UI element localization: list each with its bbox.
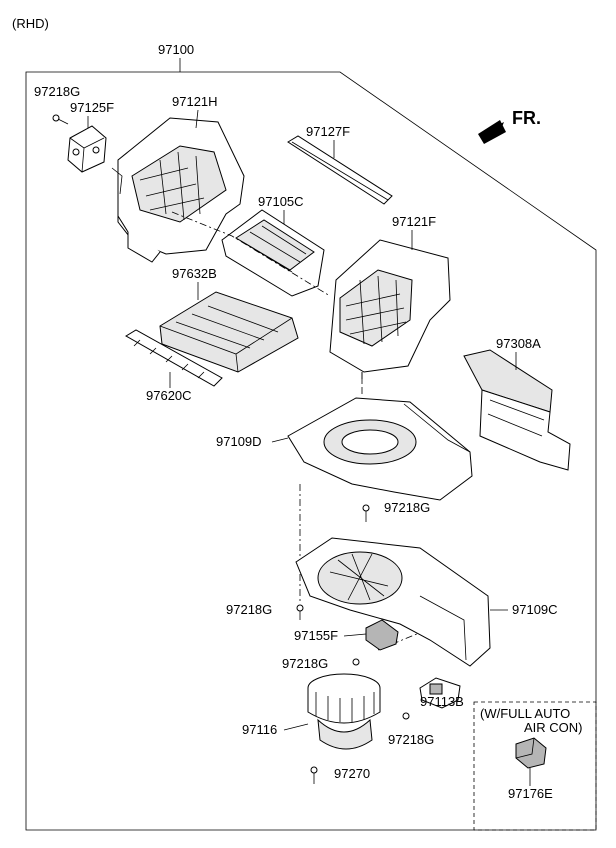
label-97218g-low: 97218G [282, 656, 328, 671]
label-97218g-bottom: 97218G [388, 732, 434, 747]
label-97109d: 97109D [216, 434, 262, 449]
label-97121f: 97121F [392, 214, 436, 229]
housing-97109d [287, 397, 473, 501]
label-97116: 97116 [242, 722, 277, 737]
seal-97127f [287, 135, 393, 205]
label-97632b: 97632B [172, 266, 217, 281]
label-97105c: 97105C [258, 194, 304, 209]
strip-97620c [125, 329, 223, 387]
label-97155f: 97155F [294, 628, 338, 643]
front-direction-label: FR. [512, 108, 541, 128]
option-box-line2: AIR CON) [524, 720, 583, 735]
leader-97121h [195, 109, 199, 129]
label-97620c: 97620C [146, 388, 192, 403]
screw-97218g-mid [362, 504, 370, 522]
case-97121h [111, 117, 245, 263]
label-97270: 97270 [334, 766, 370, 781]
actuator-97125f [67, 125, 107, 173]
label-97109c: 97109C [512, 602, 558, 617]
module-97176e [515, 737, 547, 769]
alignment-line-upper [171, 211, 331, 297]
front-arrow-icon [478, 120, 506, 144]
duct-97308a [463, 349, 571, 471]
blower-case-97109c [295, 537, 491, 667]
blower-motor-97116 [307, 673, 381, 750]
screw-97218g-left [296, 604, 304, 620]
label-97125f: 97125F [70, 100, 114, 115]
leader-97155f [343, 633, 367, 637]
screw-97218g-top [52, 114, 69, 125]
label-97113b: 97113B [420, 694, 464, 709]
label-97121h: 97121H [172, 94, 218, 109]
assembly-frame [25, 71, 597, 831]
screw-97270 [310, 766, 318, 784]
label-97176e: 97176E [508, 786, 553, 801]
option-box [473, 701, 597, 831]
cover-97105c [221, 209, 325, 297]
leader-97116 [283, 723, 309, 731]
resistor-97113b [419, 677, 461, 709]
module-97155f [365, 619, 399, 651]
case-97121f [329, 239, 451, 382]
label-97218g-mid: 97218G [384, 500, 430, 515]
option-box-line1: (W/FULL AUTO [480, 706, 570, 721]
label-97218g-top: 97218G [34, 84, 80, 99]
label-97127f: 97127F [306, 124, 350, 139]
variant-label: (RHD) [12, 16, 49, 31]
screw-97218g-bottom [402, 712, 410, 720]
label-97308a: 97308A [496, 336, 541, 351]
screw-97218g-low [352, 658, 360, 666]
assembly-number: 97100 [158, 42, 194, 57]
label-97218g-left: 97218G [226, 602, 272, 617]
leader-97109d [271, 437, 289, 443]
